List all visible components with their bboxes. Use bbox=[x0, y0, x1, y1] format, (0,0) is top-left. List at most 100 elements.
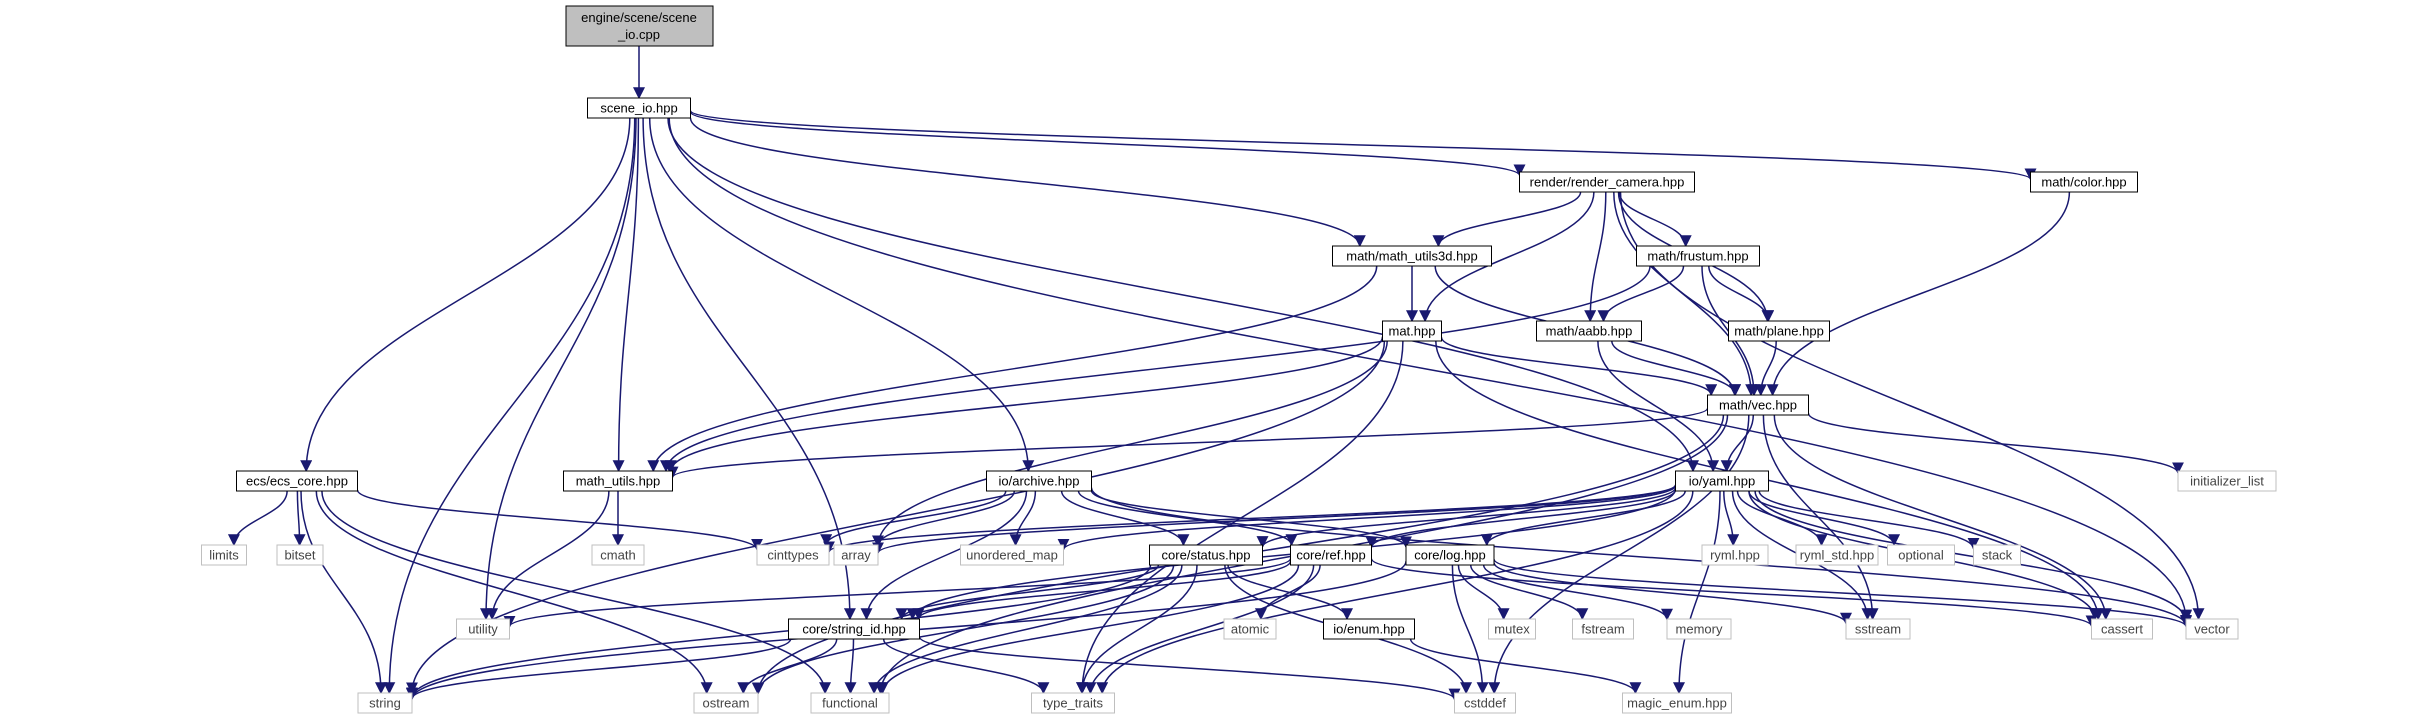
node-box bbox=[1845, 618, 1911, 640]
node-box bbox=[1519, 171, 1695, 193]
node-label: io/enum.hpp bbox=[1333, 622, 1405, 637]
node-memory: memory bbox=[1666, 618, 1732, 640]
node-box bbox=[986, 470, 1092, 492]
node-box bbox=[1223, 618, 1277, 640]
node-plane[interactable]: math/plane.hpp bbox=[1728, 320, 1830, 342]
node-mat[interactable]: mat.hpp bbox=[1382, 320, 1442, 342]
node-array: array bbox=[833, 544, 879, 566]
node-box bbox=[276, 544, 324, 566]
node-log[interactable]: core/log.hpp bbox=[1405, 544, 1495, 566]
edge-ecs-core-to-bitset bbox=[293, 490, 306, 547]
node-box bbox=[1666, 618, 1732, 640]
node-frustum[interactable]: math/frustum.hpp bbox=[1636, 245, 1760, 267]
edge-plane-to-vec bbox=[1754, 340, 1777, 397]
node-box bbox=[2030, 171, 2138, 193]
node-ryml: ryml.hpp bbox=[1701, 544, 1769, 566]
node-label: math/frustum.hpp bbox=[1647, 249, 1748, 264]
node-math-utils3d[interactable]: math/math_utils3d.hpp bbox=[1332, 245, 1492, 267]
edge-archive-to-cinttypes bbox=[820, 490, 1007, 547]
node-magic-enum: magic_enum.hpp bbox=[1622, 692, 1732, 714]
node-cinttypes: cinttypes bbox=[756, 544, 830, 566]
node-box bbox=[1572, 618, 1634, 640]
node-render-camera[interactable]: render/render_camera.hpp bbox=[1519, 171, 1695, 193]
edge-archive-to-status bbox=[1060, 490, 1190, 547]
node-label: cinttypes bbox=[767, 548, 819, 563]
node-label: ecs/ecs_core.hpp bbox=[246, 474, 348, 489]
node-vec[interactable]: math/vec.hpp bbox=[1707, 394, 1809, 416]
node-string-id[interactable]: core/string_id.hpp bbox=[788, 618, 920, 640]
node-fstream: fstream bbox=[1572, 618, 1634, 640]
edge-log-to-vector bbox=[1493, 558, 2192, 628]
edge-vec-to-initializer-list bbox=[1807, 412, 2184, 475]
node-mutex: mutex bbox=[1488, 618, 1536, 640]
node-ref[interactable]: core/ref.hpp bbox=[1290, 544, 1372, 566]
node-label: string bbox=[369, 696, 401, 711]
node-box bbox=[1707, 394, 1809, 416]
node-math-utils[interactable]: math_utils.hpp bbox=[563, 470, 673, 492]
node-limits: limits bbox=[201, 544, 247, 566]
edge-string-id-to-string bbox=[406, 638, 792, 700]
edge-scene-io-to-string bbox=[383, 117, 636, 695]
edge-string-id-to-ostream bbox=[737, 638, 838, 695]
edge-ref-to-type-traits bbox=[1084, 564, 1315, 695]
node-box bbox=[1701, 544, 1769, 566]
node-label: initializer_list bbox=[2190, 474, 2264, 489]
node-atomic: atomic bbox=[1223, 618, 1277, 640]
node-box bbox=[456, 618, 510, 640]
node-label: math_utils.hpp bbox=[576, 474, 661, 489]
node-label: core/log.hpp bbox=[1414, 548, 1486, 563]
edge-render-camera-to-mat bbox=[1419, 191, 1595, 323]
node-box bbox=[357, 692, 413, 714]
node-stack: stack bbox=[1973, 544, 2021, 566]
edge-string-id-to-cstddef bbox=[918, 636, 1461, 701]
node-box bbox=[810, 692, 890, 714]
node-unordered-map: unordered_map bbox=[960, 544, 1064, 566]
node-scene-io[interactable]: scene_io.hpp bbox=[587, 97, 691, 119]
node-box bbox=[1887, 544, 1955, 566]
node-label: scene_io.hpp bbox=[600, 101, 677, 116]
node-bitset: bitset bbox=[276, 544, 324, 566]
edge-enum-to-magic-enum bbox=[1409, 638, 1642, 695]
node-yaml[interactable]: io/yaml.hpp bbox=[1675, 470, 1769, 492]
node-label: math/plane.hpp bbox=[1734, 324, 1824, 339]
edge-ecs-core-to-functional bbox=[321, 490, 832, 695]
node-label: unordered_map bbox=[966, 548, 1058, 563]
edge-yaml-to-stack bbox=[1758, 490, 1980, 550]
node-label: utility bbox=[468, 622, 498, 637]
edge-archive-to-ref bbox=[1077, 490, 1298, 547]
edge-mat-to-array bbox=[872, 340, 1388, 548]
edge-log-to-memory bbox=[1482, 564, 1673, 621]
node-box bbox=[201, 544, 247, 566]
node-box bbox=[788, 618, 920, 640]
edge-yaml-to-ryml bbox=[1723, 490, 1740, 547]
edge-ecs-core-to-cinttypes bbox=[356, 489, 763, 551]
node-archive[interactable]: io/archive.hpp bbox=[986, 470, 1092, 492]
edge-yaml-to-magic-enum bbox=[1673, 490, 1721, 695]
node-ecs-core[interactable]: ecs/ecs_core.hpp bbox=[236, 470, 358, 492]
edge-yaml-to-cinttypes bbox=[823, 484, 1677, 554]
edge-math-utils-to-utility bbox=[486, 490, 610, 621]
node-box bbox=[236, 470, 358, 492]
node-box bbox=[1031, 692, 1115, 714]
node-color[interactable]: math/color.hpp bbox=[2030, 171, 2138, 193]
node-box bbox=[587, 97, 691, 119]
edge-yaml-to-ref bbox=[1365, 489, 1677, 549]
node-box bbox=[2091, 618, 2153, 640]
edge-status-to-string-id bbox=[895, 564, 1160, 621]
node-box bbox=[1382, 320, 1442, 342]
node-box bbox=[1536, 320, 1642, 342]
node-functional: functional bbox=[810, 692, 890, 714]
node-aabb[interactable]: math/aabb.hpp bbox=[1536, 320, 1642, 342]
edge-render-camera-to-frustum bbox=[1618, 191, 1692, 248]
node-label: sstream bbox=[1855, 622, 1901, 637]
edge-scene-io-to-color bbox=[689, 109, 2037, 181]
edge-render-camera-to-math-utils3d bbox=[1432, 191, 1582, 248]
root-file-node[interactable]: engine/scene/scene _io.cpp bbox=[565, 5, 714, 47]
edge-yaml-to-vector bbox=[1754, 490, 2192, 623]
node-optional: optional bbox=[1887, 544, 1955, 566]
node-enum[interactable]: io/enum.hpp bbox=[1323, 618, 1415, 640]
node-status[interactable]: core/status.hpp bbox=[1149, 544, 1263, 566]
edge-archive-to-string-id bbox=[860, 490, 1028, 621]
edge-render-camera-to-vector bbox=[1619, 191, 2205, 621]
node-box bbox=[1622, 692, 1732, 714]
